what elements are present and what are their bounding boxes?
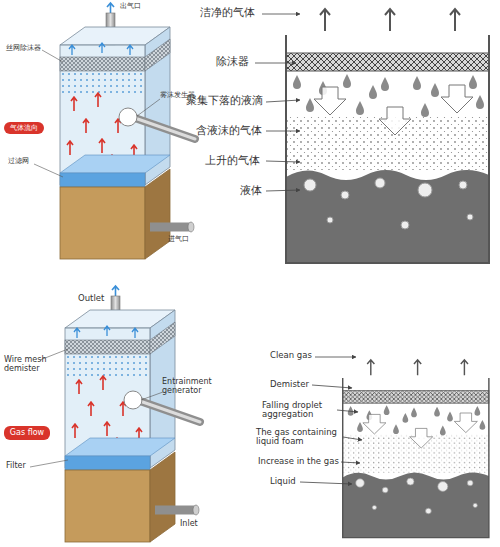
callout-arrows — [255, 14, 362, 484]
leader-line — [42, 50, 63, 62]
callout-arrow — [262, 14, 300, 15]
callout-arrow — [266, 190, 300, 191]
part-label: 洁净的气体 — [200, 7, 262, 19]
part-label: Outlet — [78, 294, 110, 303]
part-label: 上升的气体 — [205, 155, 265, 167]
leader-line — [137, 99, 160, 116]
vessel-english — [65, 286, 200, 542]
callout-arrow — [266, 100, 300, 102]
section-chinese — [286, 9, 489, 263]
part-label: Inlet — [180, 520, 210, 529]
part-label: 除沫器 — [216, 56, 256, 68]
part-label: 液体 — [240, 185, 266, 197]
part-label: 出气口 — [120, 3, 154, 10]
part-label: 过滤网 — [8, 158, 36, 165]
part-label: 含液沫的气体 — [196, 125, 268, 137]
leader-line — [34, 164, 63, 177]
callout-arrow — [266, 131, 300, 132]
callout-arrow — [300, 482, 352, 484]
callout-arrow — [266, 161, 300, 162]
callout-arrow — [341, 462, 360, 463]
leader-lines — [30, 50, 163, 467]
section-english — [343, 360, 489, 538]
part-label: Entrainment generator — [162, 378, 228, 396]
vessel-chinese — [60, 3, 195, 259]
callout-arrow — [337, 410, 358, 412]
part-label: Liquid — [270, 477, 302, 486]
part-label: 进气口 — [168, 236, 198, 243]
part-label: 聚集下落的液滴 — [186, 95, 268, 107]
part-label: Demister — [270, 380, 314, 389]
part-label: Falling droplet aggregation — [262, 401, 338, 420]
callout-arrow — [315, 357, 356, 358]
callout-arrow — [255, 63, 296, 64]
callout-arrow — [343, 437, 362, 440]
part-label: Filter — [6, 462, 32, 471]
leader-line — [30, 460, 68, 467]
tag-text: 气体流向 — [10, 125, 38, 132]
part-label: Wire mesh demister — [4, 356, 52, 374]
tag-text: Gas flow — [10, 429, 44, 437]
part-label: The gas containing liquid foam — [256, 428, 344, 447]
callout-arrow — [312, 385, 352, 388]
part-label: Clean gas — [270, 351, 316, 360]
leader-line — [141, 392, 163, 400]
flow-tag: 气体流向 — [4, 122, 44, 134]
flow-tag: Gas flow — [4, 426, 50, 440]
part-label: 丝网除沫器 — [6, 45, 46, 52]
part-label: Increase in the gas — [258, 457, 342, 466]
